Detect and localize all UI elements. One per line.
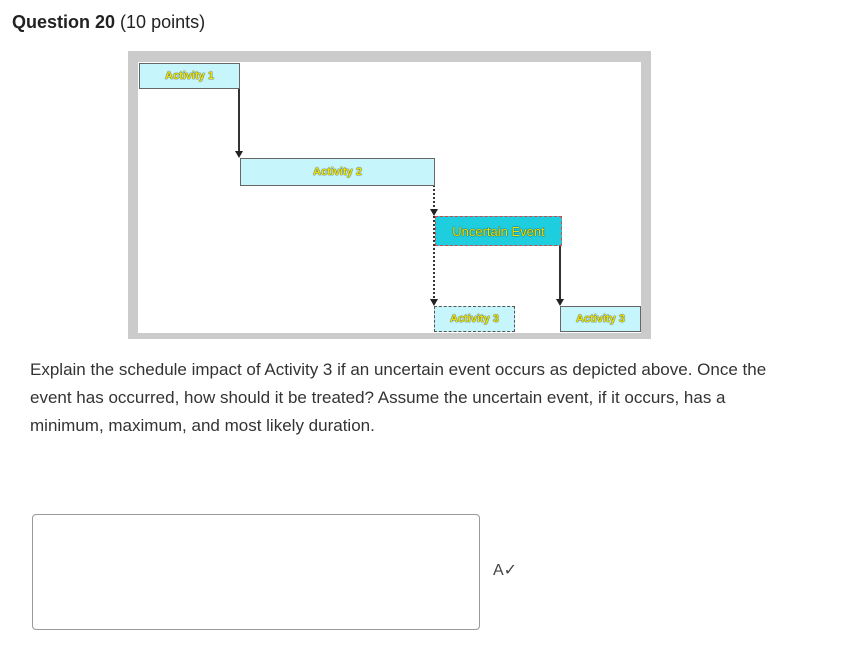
- answer-textbox[interactable]: [32, 514, 480, 630]
- question-number: Question 20: [12, 12, 116, 32]
- activity-1-bar: Activity 1: [139, 63, 240, 89]
- activity-2-bar: Activity 2: [240, 158, 435, 186]
- diagram-canvas: Activity 1 Activity 2 Uncertain Event Ac…: [138, 62, 641, 333]
- activity-3-bar-no-event: Activity 3: [434, 306, 515, 332]
- arrowhead: [430, 299, 438, 306]
- question-prompt: Explain the schedule impact of Activity …: [30, 360, 767, 435]
- arrowhead: [430, 209, 438, 216]
- question-points: (10 points): [120, 12, 206, 32]
- diagram-arrows: [235, 88, 564, 306]
- schedule-diagram: Activity 1 Activity 2 Uncertain Event Ac…: [128, 51, 651, 339]
- spellcheck-icon[interactable]: A✓: [493, 562, 518, 579]
- question-title: Question 20 (10 points): [12, 12, 205, 33]
- arrowhead: [235, 151, 243, 158]
- uncertain-event-bar: Uncertain Event: [435, 216, 562, 246]
- activity-3-bar-with-event: Activity 3: [560, 306, 641, 332]
- arrowhead: [556, 299, 564, 306]
